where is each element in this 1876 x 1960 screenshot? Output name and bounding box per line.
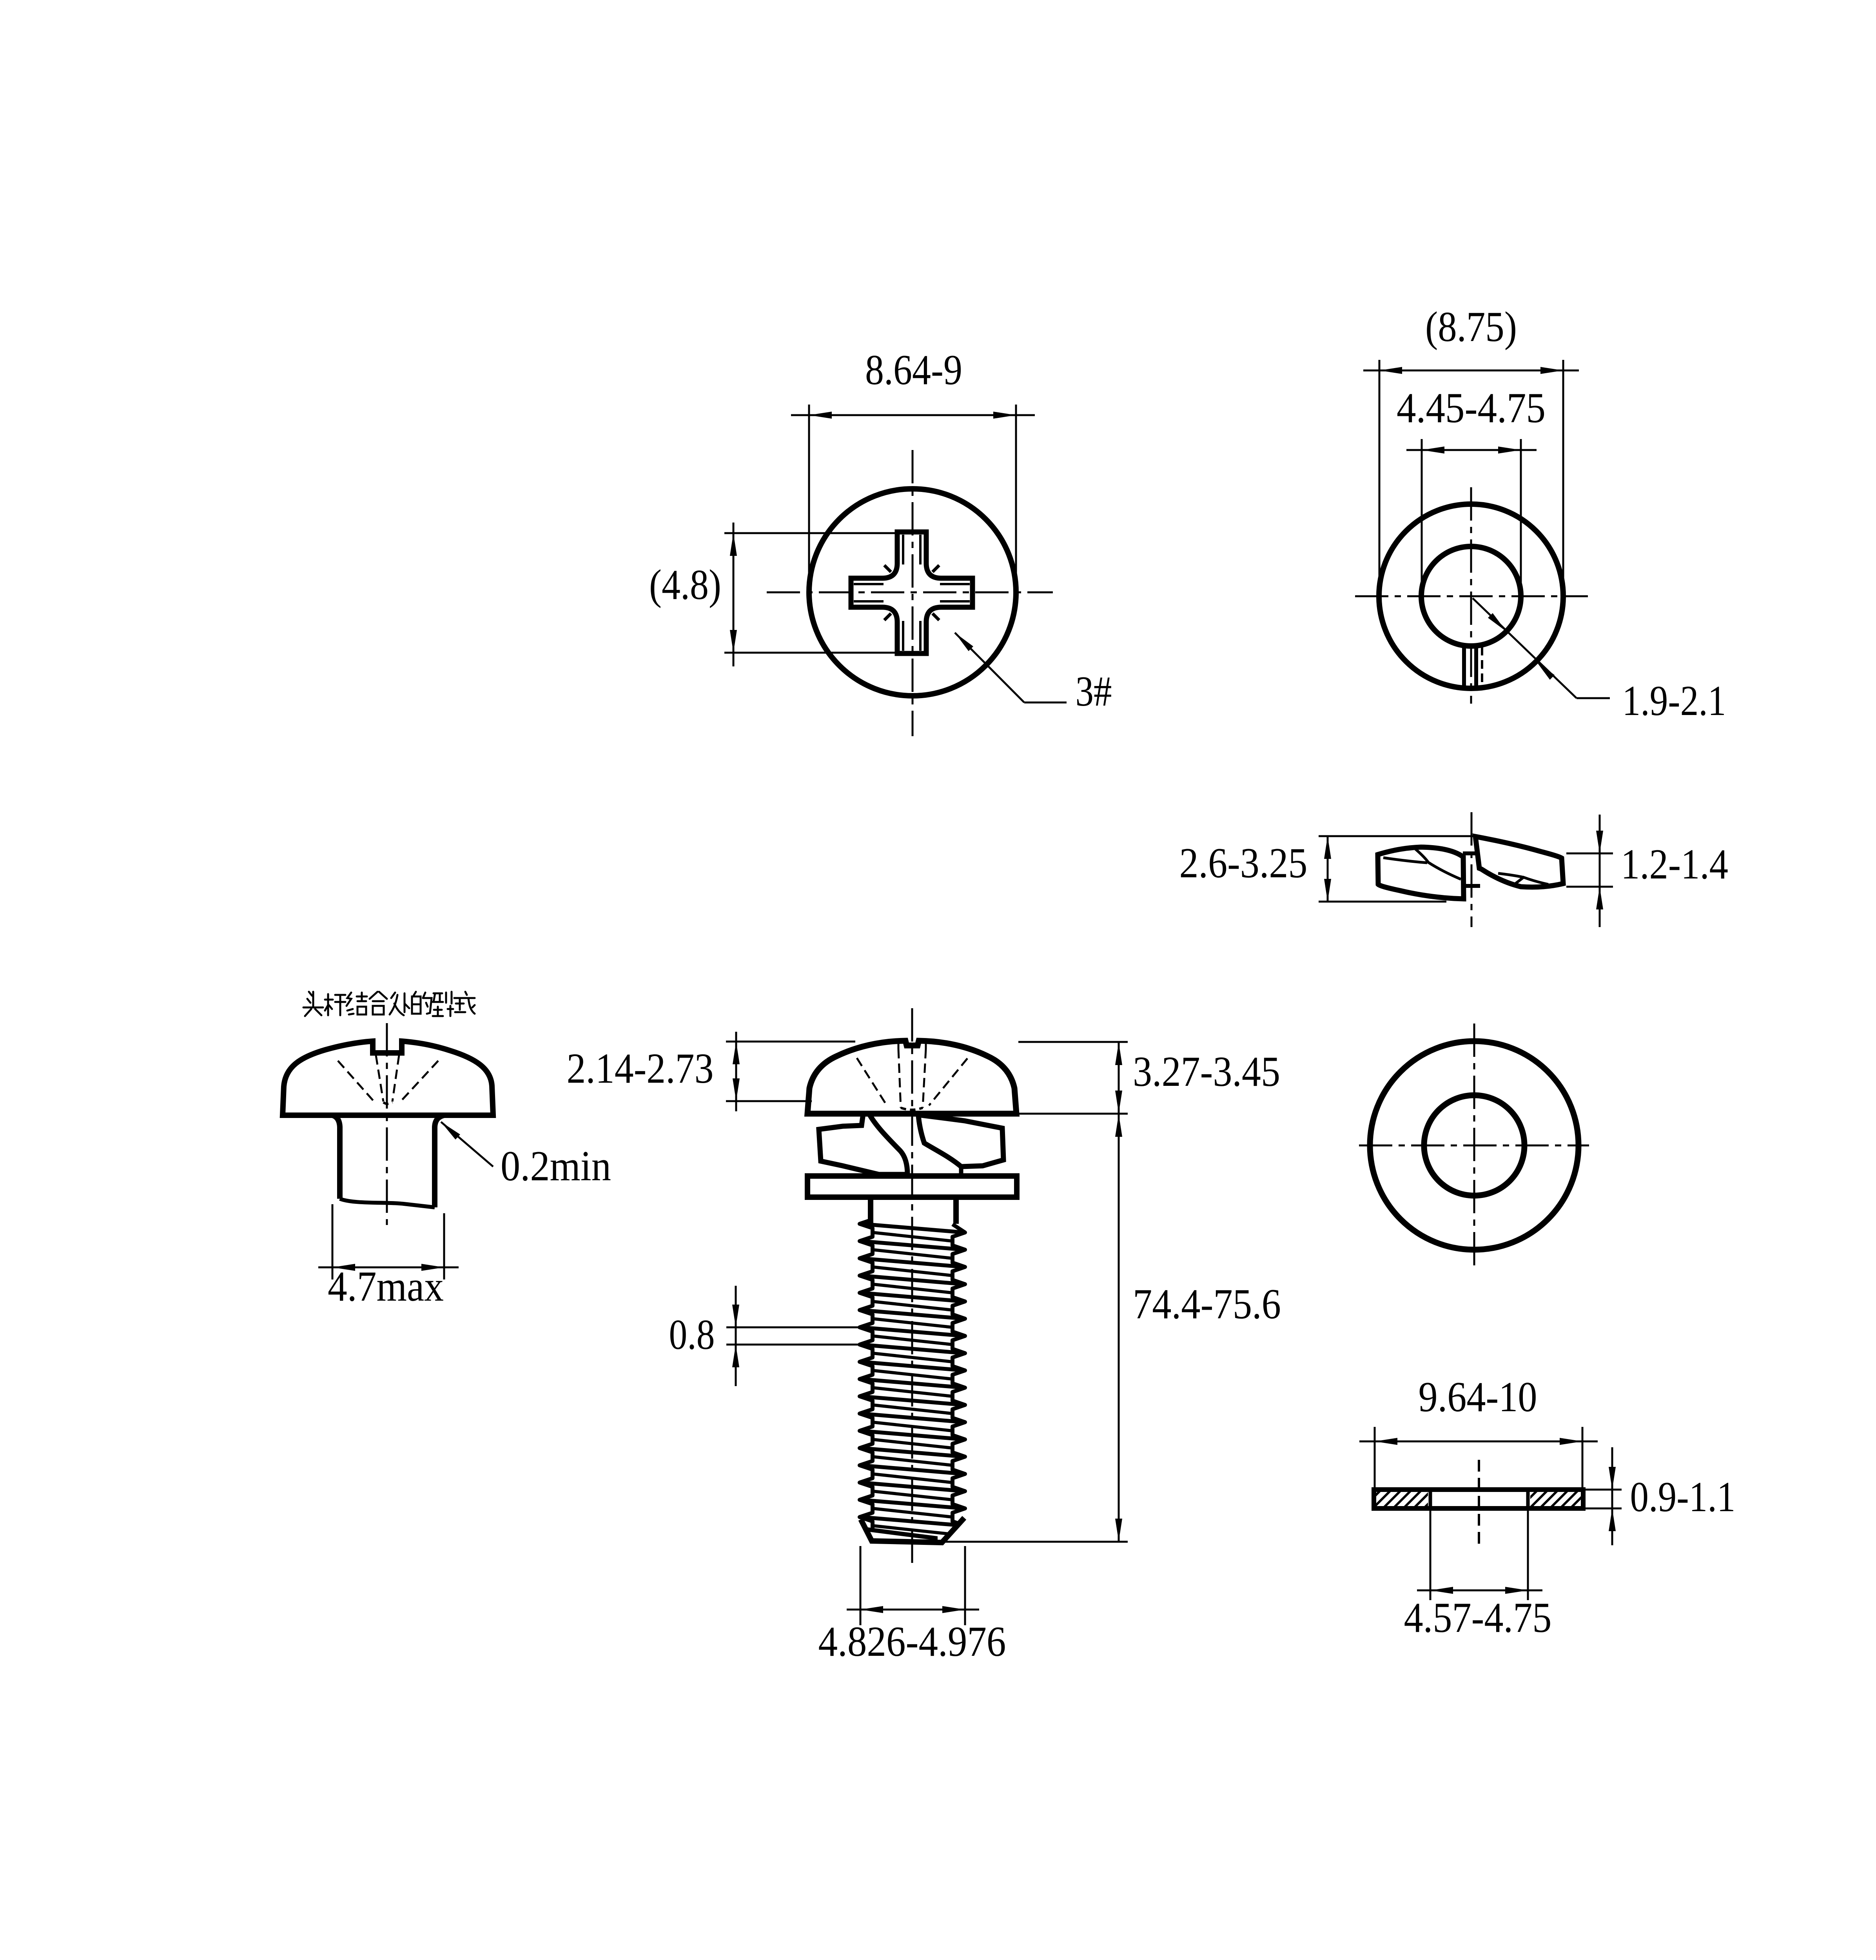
svg-text:4.57-4.75: 4.57-4.75 <box>1404 1594 1552 1641</box>
svg-text:9.64-10: 9.64-10 <box>1419 1373 1537 1421</box>
svg-text:0.8: 0.8 <box>669 1311 715 1358</box>
svg-text:1.9-2.1: 1.9-2.1 <box>1622 677 1726 724</box>
svg-text:3#: 3# <box>1076 668 1112 715</box>
svg-text:0.9-1.1: 0.9-1.1 <box>1630 1473 1736 1521</box>
svg-text:4.45-4.75: 4.45-4.75 <box>1397 384 1546 432</box>
svg-text:4.7max: 4.7max <box>328 1263 444 1310</box>
svg-text:4.826-4.976: 4.826-4.976 <box>818 1618 1006 1665</box>
svg-text:2.6-3.25: 2.6-3.25 <box>1179 839 1308 887</box>
svg-text:(8.75): (8.75) <box>1425 303 1517 350</box>
svg-text:(4.8): (4.8) <box>649 561 721 608</box>
svg-text:0.2min: 0.2min <box>501 1142 611 1190</box>
svg-text:3.27-3.45: 3.27-3.45 <box>1133 1048 1280 1095</box>
svg-text:74.4-75.6: 74.4-75.6 <box>1133 1280 1281 1328</box>
svg-text:8.64-9: 8.64-9 <box>865 346 962 394</box>
svg-text:1.2-1.4: 1.2-1.4 <box>1621 840 1728 888</box>
svg-text:2.14-2.73: 2.14-2.73 <box>567 1045 714 1092</box>
